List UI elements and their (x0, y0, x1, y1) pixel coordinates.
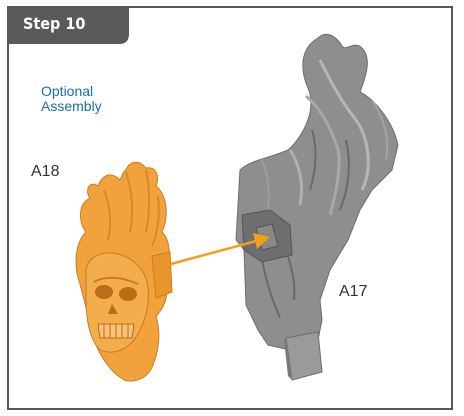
part-a18-skull (76, 162, 172, 381)
part-a17-body (236, 34, 398, 380)
